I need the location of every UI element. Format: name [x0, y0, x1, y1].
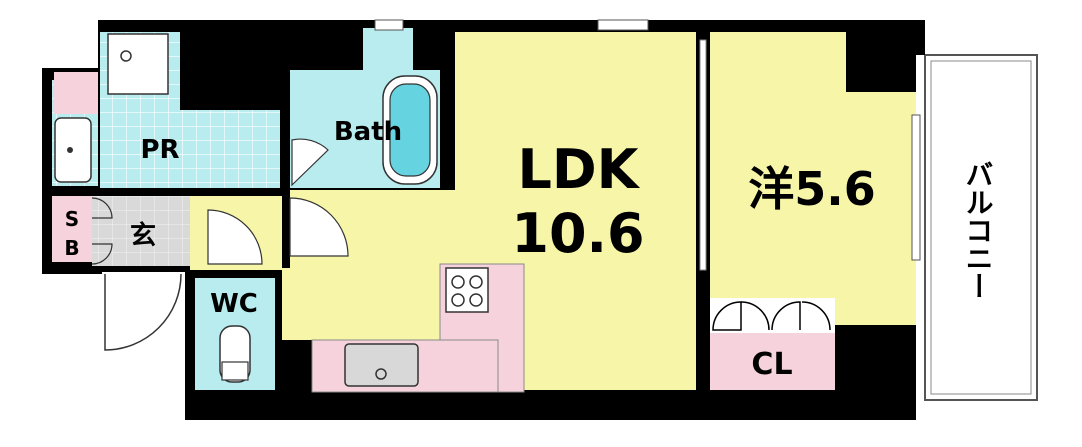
bath-label: Bath	[334, 117, 402, 147]
entrance-label: 玄	[130, 220, 156, 251]
powder-room	[52, 32, 280, 194]
entrance	[91, 196, 349, 351]
pr-label: PR	[140, 135, 179, 165]
ldk-floor	[282, 32, 702, 390]
shoe-box-label-s: S	[65, 207, 79, 231]
western-room-label: 洋5.6	[748, 162, 876, 216]
washer-pan-icon	[107, 33, 169, 95]
toilet-room	[195, 278, 275, 390]
bath-window	[374, 19, 404, 31]
western-room-floor	[710, 32, 916, 325]
ldk-window	[597, 19, 649, 31]
shoe-box-label-b: B	[64, 236, 79, 260]
ldk-sliding-door	[699, 39, 707, 271]
balcony-label: バルコニー	[962, 160, 995, 300]
ldk-label: LDK	[517, 138, 640, 201]
balcony	[924, 54, 1038, 401]
sink-icon	[344, 343, 419, 387]
closet-label: CL	[751, 347, 792, 382]
stove-icon	[445, 267, 489, 313]
kitchen	[311, 263, 525, 393]
western-window	[911, 114, 921, 261]
ldk-size-label: 10.6	[511, 202, 644, 265]
entrance-door	[104, 273, 182, 351]
closet	[710, 298, 835, 390]
bathroom	[290, 28, 440, 188]
wc-label: WC	[210, 289, 258, 319]
shoe-box	[52, 196, 92, 262]
bath-door	[291, 138, 329, 187]
